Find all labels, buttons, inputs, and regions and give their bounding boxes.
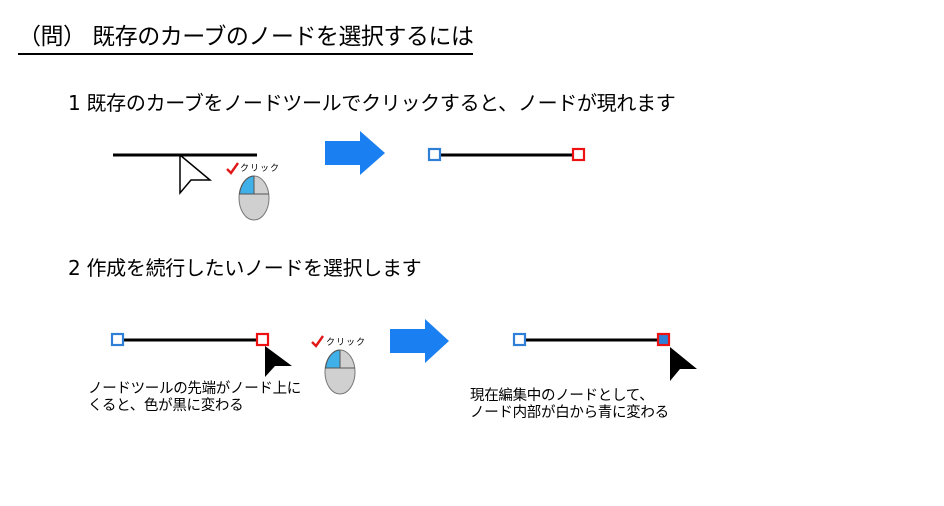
click-label: クリック	[240, 164, 281, 174]
node-tool-cursor-icon	[670, 347, 697, 381]
caption-right-line-2: ノード内部が白から青に変わる	[470, 405, 669, 421]
step-2-label: 2 作成を続行したいノードを選択します	[68, 256, 422, 280]
right-arrow-icon	[390, 319, 449, 363]
selected-end-node[interactable]	[656, 332, 671, 347]
click-label: クリック	[326, 338, 367, 348]
page-title: （問） 既存のカーブのノードを選択するには	[18, 22, 474, 55]
end-node[interactable]	[571, 147, 586, 162]
check-icon	[226, 162, 239, 175]
node-tool-cursor-icon	[265, 346, 292, 377]
start-node[interactable]	[512, 332, 527, 347]
start-node[interactable]	[427, 147, 442, 162]
caption-left-line-1: ノードツールの先端がノード上に	[88, 381, 301, 397]
check-icon	[311, 335, 324, 348]
end-node-hover[interactable]	[255, 332, 270, 347]
arrow-cursor-icon	[179, 153, 213, 196]
mouse-icon	[324, 349, 356, 395]
left-button-highlight	[324, 349, 341, 369]
step-1-label: 1 既存のカーブをノードツールでクリックすると、ノードが現れます	[68, 91, 676, 115]
caption-left-line-2: くると、色が黒に変わる	[88, 398, 244, 414]
start-node[interactable]	[110, 332, 125, 347]
caption-right-line-1: 現在編集中のノードとして、	[470, 388, 654, 404]
left-button-highlight	[238, 175, 255, 195]
mouse-icon	[238, 175, 270, 221]
right-arrow-icon	[325, 131, 385, 175]
